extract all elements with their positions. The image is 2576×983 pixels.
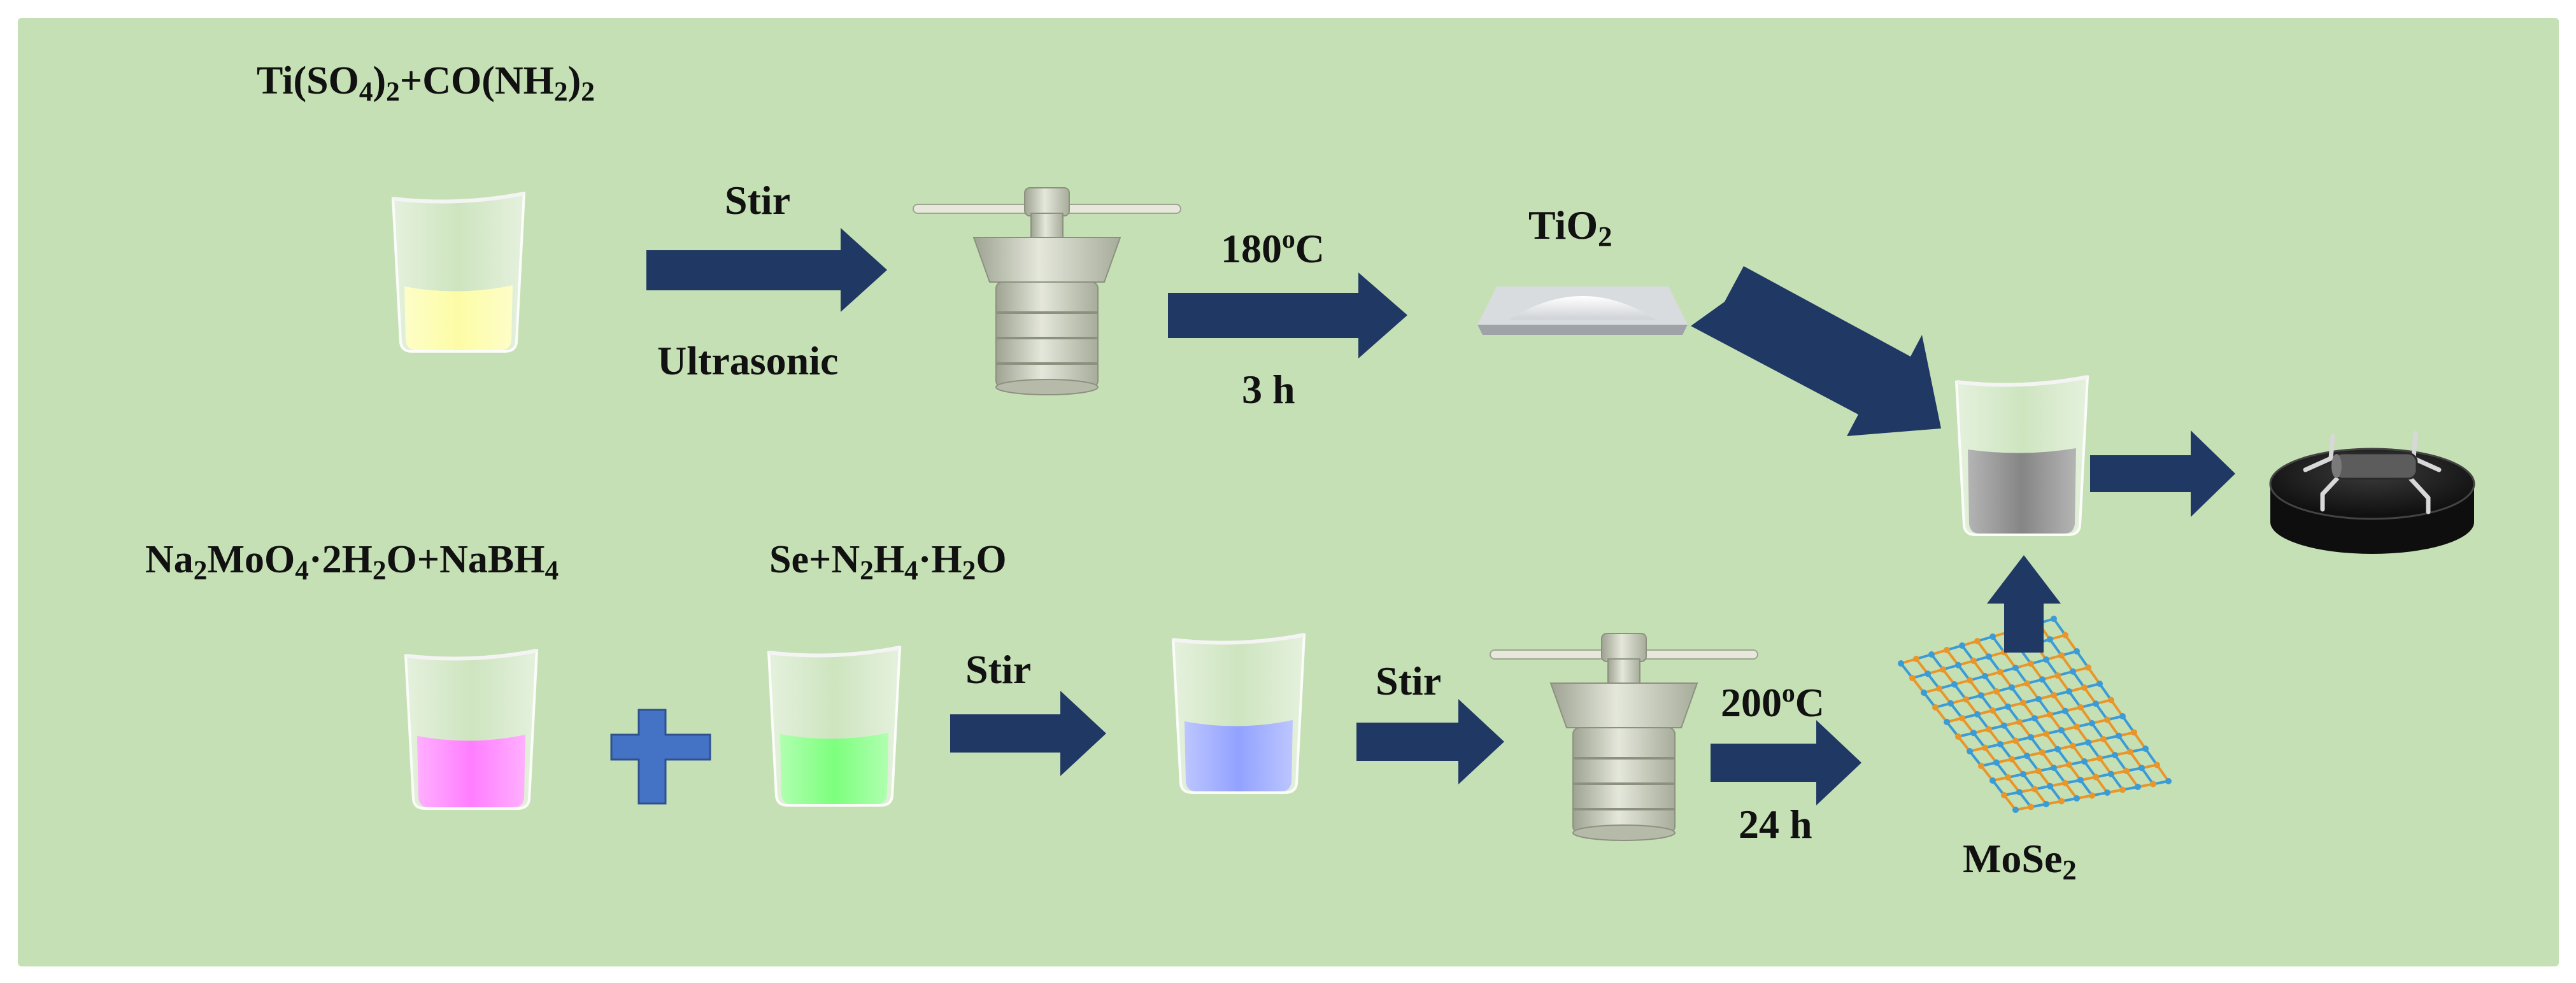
- arrow-up-mose2: [1987, 555, 2061, 653]
- arrow-180c: [1168, 272, 1407, 358]
- arrow-stir-bottom-1: [950, 691, 1106, 776]
- plus-icon: [610, 709, 711, 805]
- bottom-reagent-2-label: Se+N2H4·H2O: [769, 538, 1007, 586]
- beaker-green-icon: [769, 647, 900, 805]
- arrow-200c: [1711, 720, 1861, 805]
- time-24h-label: 24 h: [1739, 802, 1812, 847]
- mose2-label: MoSe2: [1963, 836, 2077, 886]
- bottom-reagent-1-label: Na2MoO4·2H2O+NaBH4: [145, 538, 559, 586]
- ultrasonic-label: Ultrasonic: [657, 338, 839, 383]
- beaker-gray-icon: [1956, 377, 2088, 535]
- tio2-label: TiO2: [1528, 202, 1612, 253]
- arrow-stir-ultrasonic: [646, 228, 887, 312]
- beaker-blue-icon: [1173, 635, 1304, 793]
- electrode-icon: [2269, 430, 2475, 554]
- arrow-stir-bottom-2: [1356, 699, 1504, 784]
- beaker-pink-icon: [406, 651, 537, 809]
- stir-label-bottom-2: Stir: [1376, 658, 1442, 704]
- time-3h-label: 3 h: [1242, 367, 1295, 412]
- arrow-to-electrode: [2090, 430, 2235, 517]
- top-reagents-label: Ti(SO4)2+CO(NH2)2: [257, 59, 595, 107]
- stir-label-bottom-1: Stir: [965, 647, 1032, 692]
- arrow-to-mixing-beaker: [1691, 266, 1941, 436]
- stir-label-top: Stir: [725, 178, 791, 223]
- tio2-powder-icon: [1477, 286, 1688, 335]
- temp-180-label: 180oC: [1221, 224, 1325, 271]
- mose2-lattice-icon: [1898, 616, 2172, 813]
- beaker-yellow-icon: [393, 194, 524, 351]
- temp-200-label: 200oC: [1721, 678, 1825, 725]
